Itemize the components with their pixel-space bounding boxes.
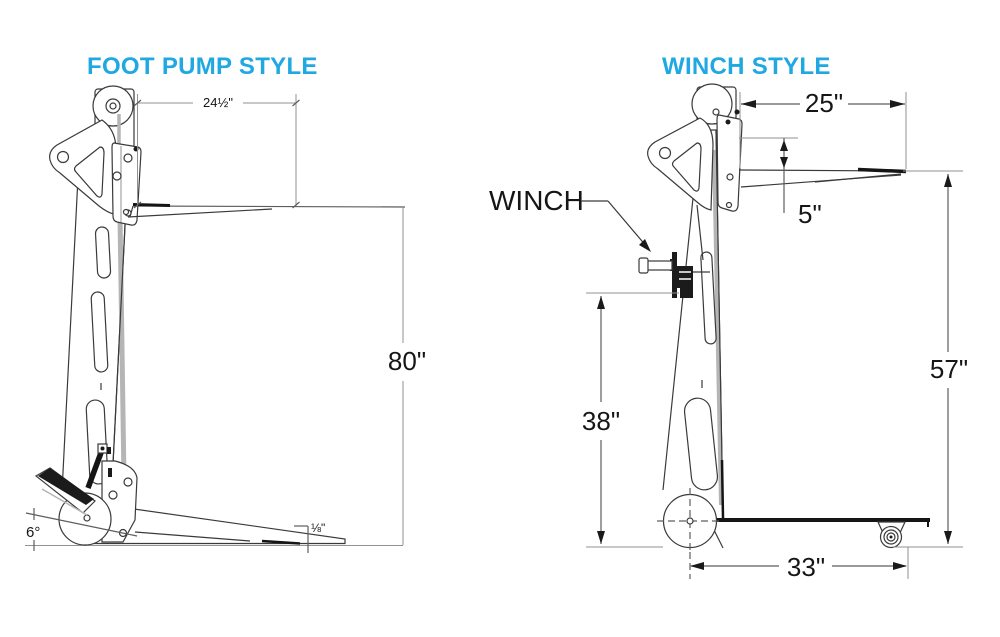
winch-title: WINCH STYLE	[662, 53, 831, 80]
dim-winch-height: 38"	[582, 292, 679, 548]
dim-label-fork-width: 25"	[805, 88, 843, 118]
dim-overall-height: 57"	[893, 170, 968, 548]
mast-slot	[683, 397, 719, 491]
dim-ground-clearance: ⅛"	[294, 521, 325, 553]
base-plate	[712, 518, 930, 549]
dim-label-fork-drop: 5"	[798, 199, 822, 229]
dim-fork-drop: 5"	[739, 137, 822, 229]
dim-label-winch-height: 38"	[582, 406, 620, 436]
dim-base-angle: 6°	[25, 508, 138, 551]
dim-label-base-length: 33"	[787, 552, 825, 582]
foot-pump-title: FOOT PUMP STYLE	[87, 53, 318, 80]
dim-label-overall-height: 80"	[388, 346, 426, 376]
winch-callout-label: WINCH	[489, 185, 584, 216]
dim-base-length: 33"	[689, 547, 909, 582]
pump-cylinder	[85, 443, 112, 489]
caster-wheel	[877, 521, 906, 549]
winch-handle	[646, 260, 673, 271]
dim-label-fork-width: 24½"	[203, 95, 233, 110]
winch-handle-knob	[638, 257, 649, 274]
support-bracket	[647, 117, 714, 211]
dim-fork-width: 24½"	[133, 94, 300, 209]
forks	[122, 203, 406, 218]
dim-fork-width: 25"	[739, 88, 907, 169]
bracket-hole	[56, 150, 70, 164]
winch-drawing: WINCH 25" 5"	[489, 83, 968, 582]
support-bracket	[49, 119, 117, 215]
wheel	[657, 488, 723, 554]
mast-slot	[90, 291, 109, 373]
dim-label-overall-height: 57"	[930, 354, 968, 384]
foot-pump-drawing: 24½" 80" 6° ⅛"	[25, 85, 426, 553]
dim-label-ground-clearance: ⅛"	[311, 521, 325, 535]
forks	[738, 167, 907, 188]
winch-mechanism	[638, 252, 710, 298]
dim-overall-height: 80"	[388, 207, 426, 545]
bracket-hole	[658, 146, 672, 160]
dim-label-base-angle: 6°	[26, 524, 40, 541]
fork-carriage	[716, 114, 743, 212]
winch-callout: WINCH	[489, 185, 651, 252]
foot-pedal	[34, 467, 96, 516]
mast-slot	[700, 251, 717, 345]
mast-slot	[94, 226, 112, 279]
